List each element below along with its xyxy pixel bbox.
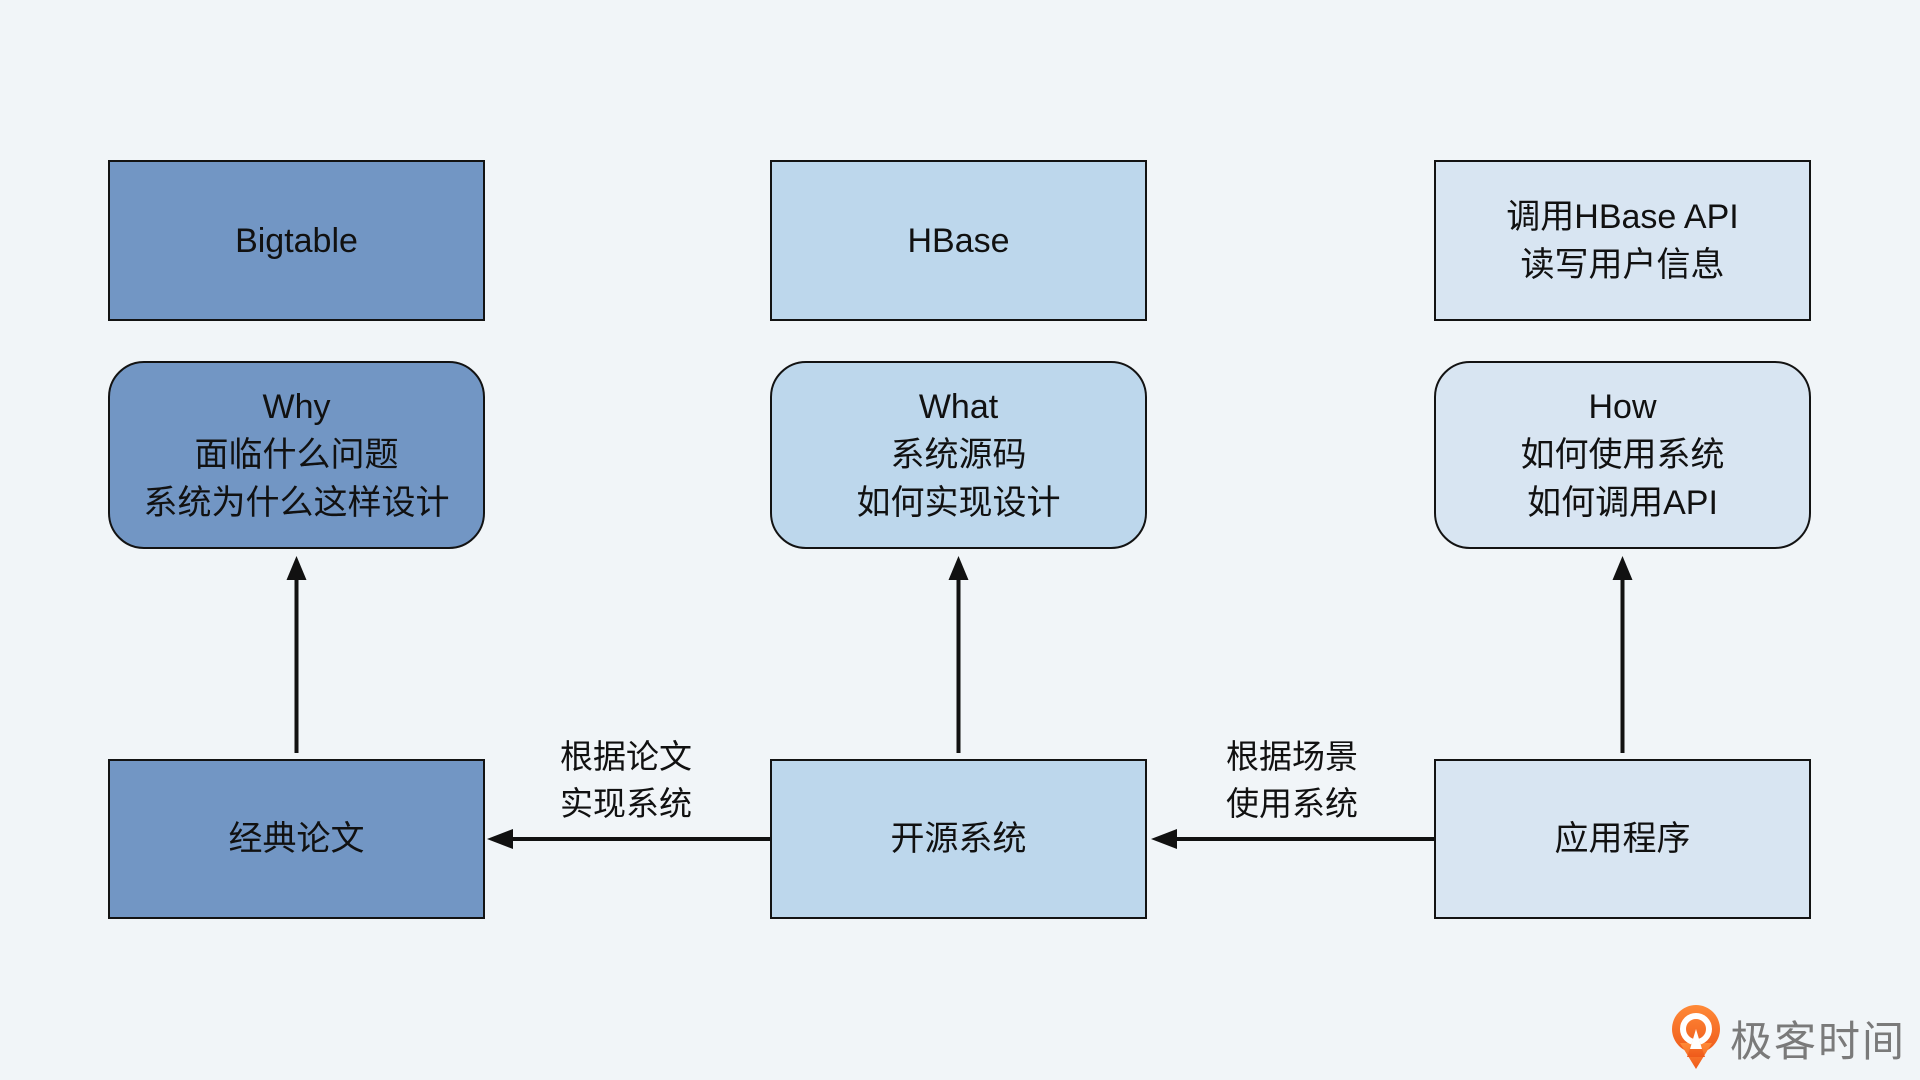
node-bigtable-label: Bigtable xyxy=(235,221,358,260)
edge-label-scene-line2: 使用系统 xyxy=(1226,785,1358,822)
node-what: What 系统源码 如何实现设计 xyxy=(770,361,1147,549)
node-how-line3: 如何调用API xyxy=(1527,484,1718,522)
node-why-line1: Why xyxy=(262,388,331,426)
node-classic-paper: 经典论文 xyxy=(108,759,485,919)
node-open-source-system-label: 开源系统 xyxy=(890,820,1027,858)
node-how-line1: How xyxy=(1588,388,1657,426)
node-call-hbase-api-line2: 读写用户信息 xyxy=(1520,245,1725,284)
node-hbase-label: HBase xyxy=(907,221,1010,260)
node-why-line2: 面临什么问题 xyxy=(194,436,399,474)
node-how-line2: 如何使用系统 xyxy=(1520,436,1725,474)
arrow-system-to-paper xyxy=(487,829,770,849)
node-open-source-system: 开源系统 xyxy=(770,759,1147,919)
edge-label-paper-line1: 根据论文 xyxy=(560,738,692,775)
arrow-app-to-system xyxy=(1151,829,1434,849)
edge-label-scene-line1: 根据场景 xyxy=(1226,738,1358,775)
node-how: How 如何使用系统 如何调用API xyxy=(1434,361,1811,549)
node-bigtable: Bigtable xyxy=(108,160,485,321)
arrow-app-to-how xyxy=(1612,556,1633,753)
node-why-line3: 系统为什么这样设计 xyxy=(143,484,450,522)
edge-label-paper-line2: 实现系统 xyxy=(560,785,692,822)
node-hbase: HBase xyxy=(770,160,1147,321)
node-call-hbase-api: 调用HBase API 读写用户信息 xyxy=(1434,160,1811,321)
node-application-label: 应用程序 xyxy=(1554,820,1691,858)
geektime-pin-icon xyxy=(1672,1005,1720,1069)
arrow-system-to-what xyxy=(948,556,969,753)
node-what-line2: 系统源码 xyxy=(890,436,1027,474)
edge-label-scene-to-system: 根据场景 使用系统 xyxy=(1152,733,1432,827)
edge-label-paper-to-system: 根据论文 实现系统 xyxy=(486,733,766,827)
geektime-logo: 极客时间 xyxy=(1672,1004,1906,1072)
geektime-logo-text: 极客时间 xyxy=(1730,1017,1907,1065)
node-classic-paper-label: 经典论文 xyxy=(228,820,365,858)
node-call-hbase-api-line1: 调用HBase API xyxy=(1506,197,1739,236)
arrow-paper-to-why xyxy=(286,556,307,753)
node-what-line3: 如何实现设计 xyxy=(856,484,1061,522)
node-why: Why 面临什么问题 系统为什么这样设计 xyxy=(108,361,485,549)
node-application: 应用程序 xyxy=(1434,759,1811,919)
node-what-line1: What xyxy=(918,388,999,426)
